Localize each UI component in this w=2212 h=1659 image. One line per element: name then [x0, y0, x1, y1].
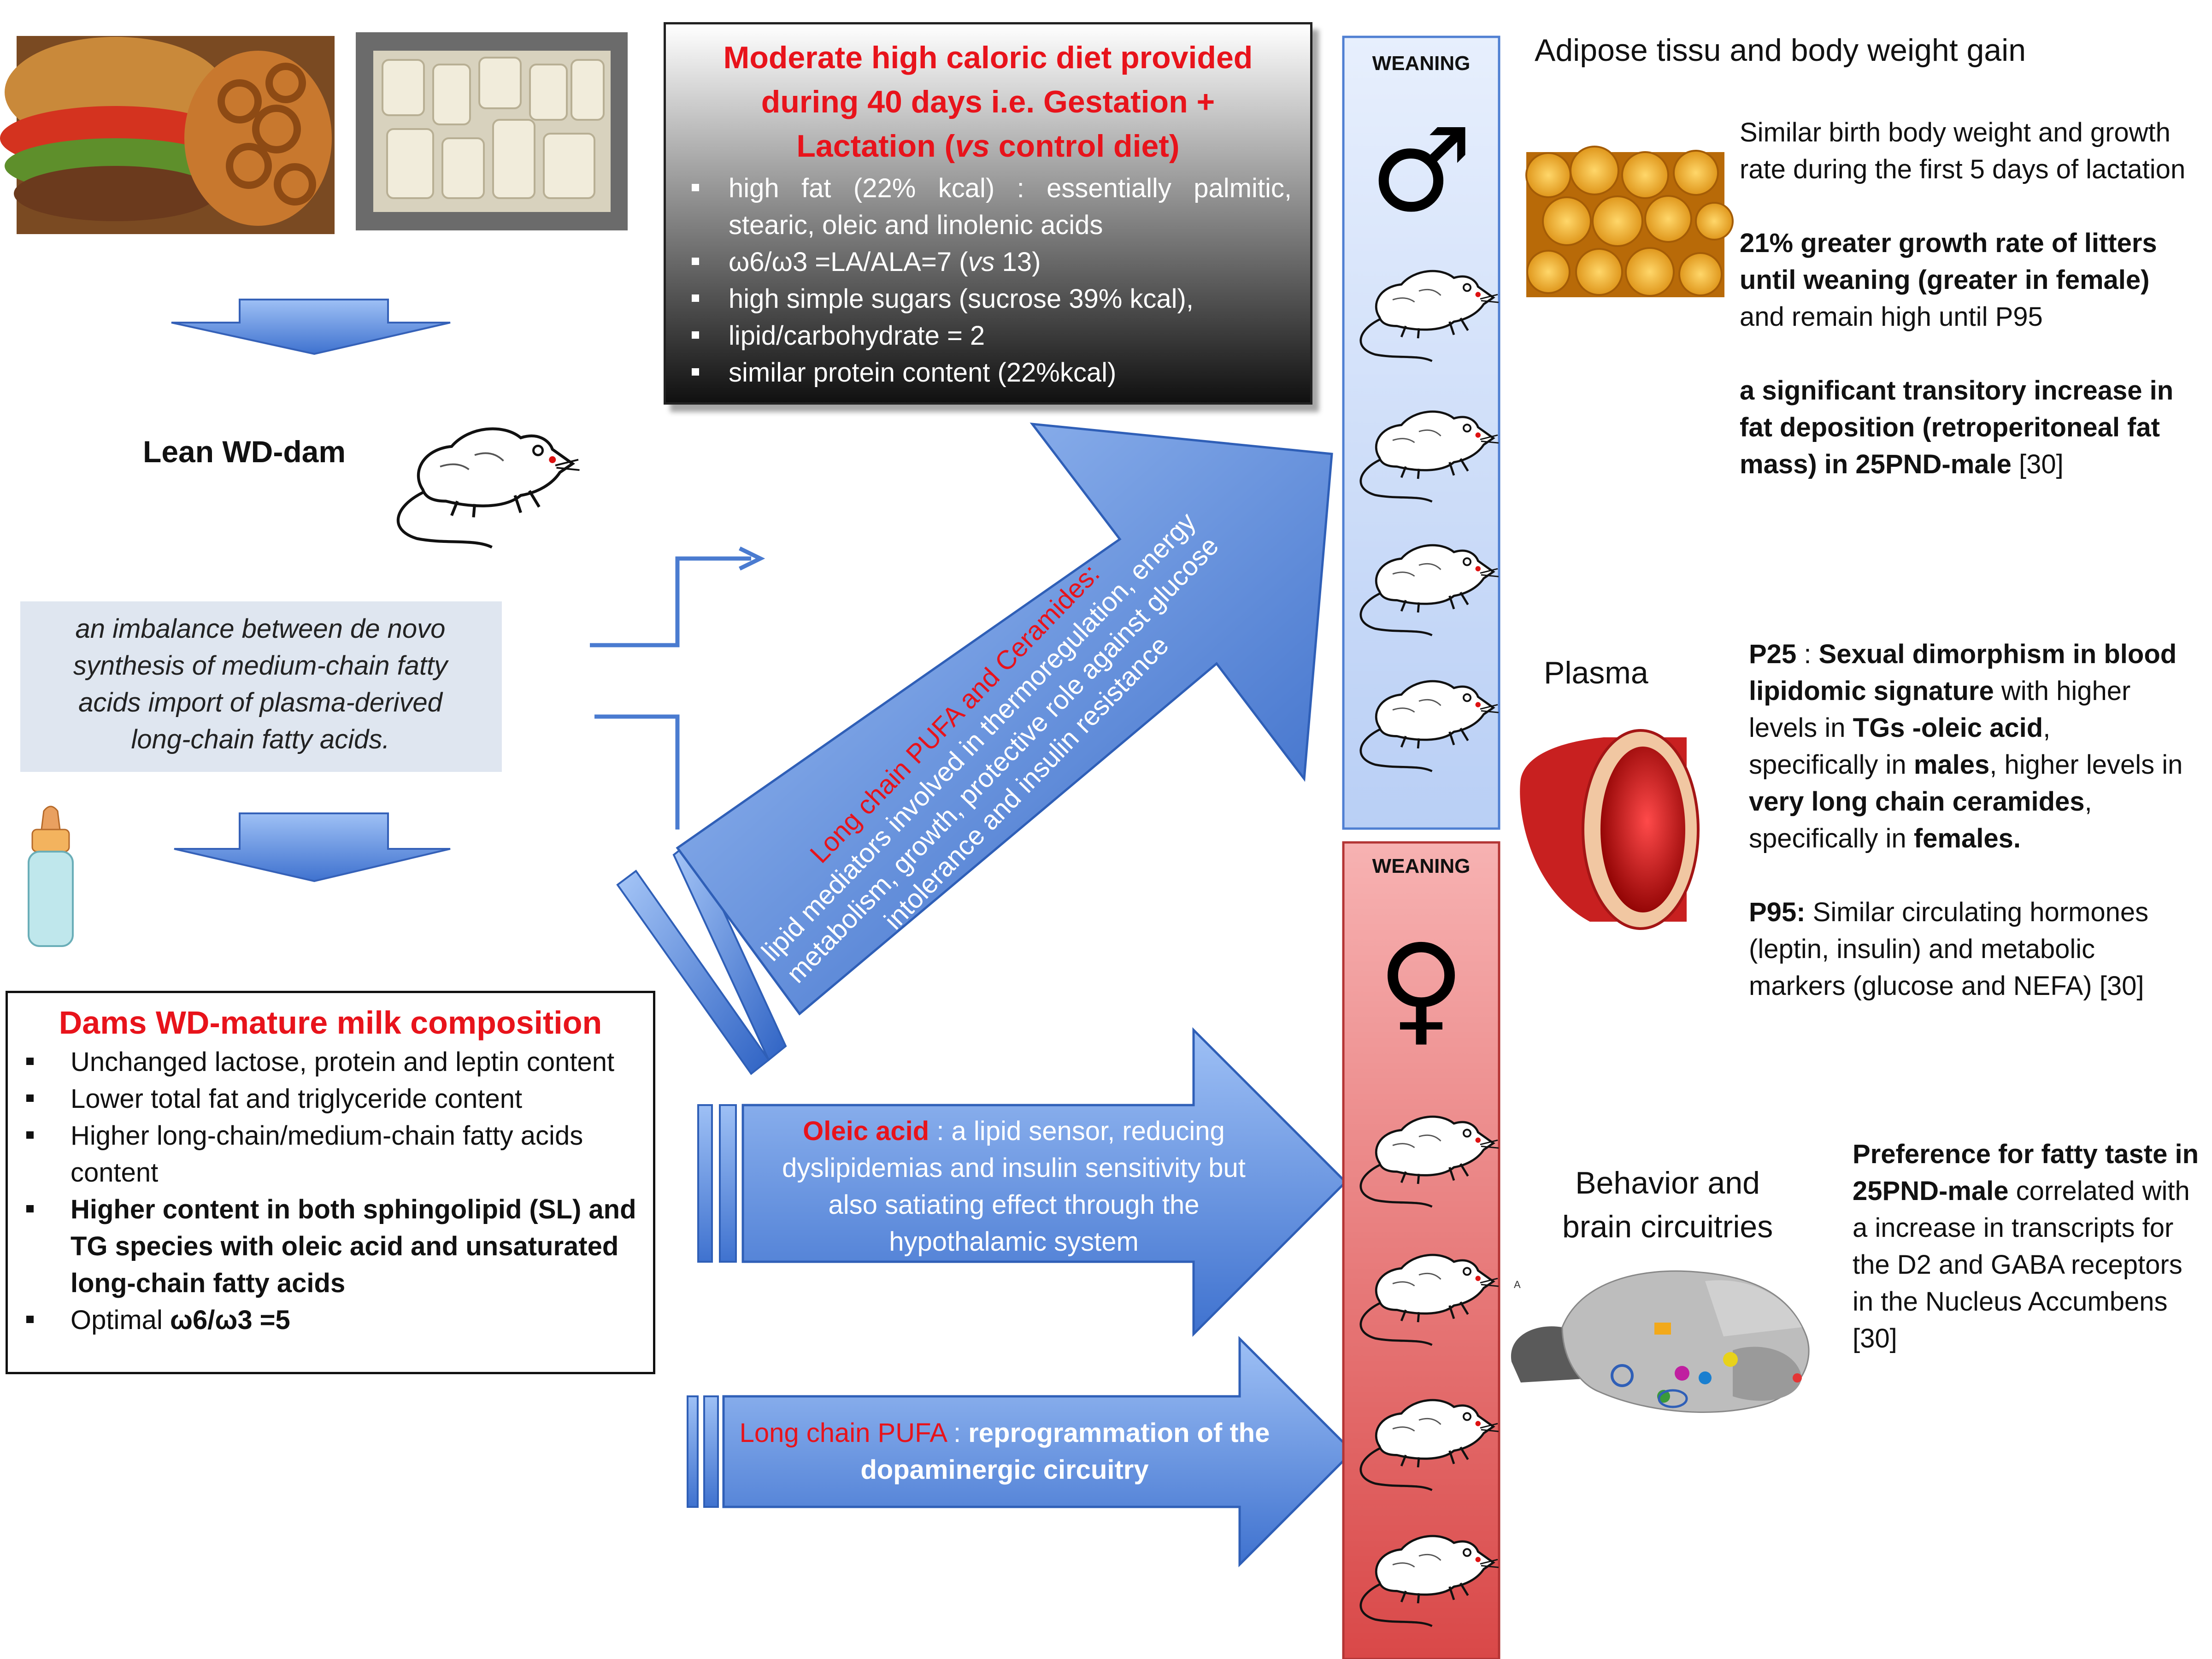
plasma-p25: P25 : Sexual dimorphism in blood lipidom… — [1749, 639, 2183, 853]
bottom-arrow — [687, 1335, 1354, 1568]
adipose-p3: a significant transitory increase in fat… — [1740, 376, 2174, 479]
blood-vessel-picture — [1520, 729, 1700, 930]
down-arrow-top — [171, 299, 451, 355]
female-bar — [1342, 841, 1500, 1659]
middle-arrow-text: Oleic acid : a lipid sensor, reducing dy… — [782, 1116, 1246, 1257]
milk-item-lower-fat: Lower total fat and triglyceride content — [8, 1081, 644, 1118]
adipose-p1: Similar birth body weight and growth rat… — [1740, 118, 2186, 184]
connector-arrowhead — [739, 546, 765, 571]
diet-box: Moderate high caloric diet provided duri… — [664, 22, 1312, 405]
brain-diagram — [1511, 1270, 1810, 1413]
plasma-p95: P95: Similar circulating hormones (lepti… — [1749, 897, 2149, 1001]
behavior-text: Preference for fatty taste in 25PND-male… — [1853, 1139, 2199, 1353]
dam-label: Lean WD-dam — [143, 435, 346, 469]
milk-box-list: Unchanged lactose, protein and leptin co… — [8, 1044, 644, 1339]
down-arrow-bottom — [174, 812, 451, 882]
diet-box-list: high fat (22% kcal) : essentially palmit… — [666, 170, 1292, 391]
adipose-text: Similar birth body weight and growth rat… — [1740, 114, 2200, 483]
connector-line-upper — [590, 556, 751, 647]
imbalance-text: an imbalance between de novo synthesis o… — [73, 614, 448, 754]
plasma-heading: Plasma — [1544, 655, 1648, 690]
diet-item-protein: similar protein content (22%kcal) — [666, 354, 1292, 391]
milk-item-long-chain: Higher long-chain/medium-chain fatty aci… — [8, 1118, 644, 1191]
diagonal-arrow — [616, 422, 1333, 1075]
diet-item-fat: high fat (22% kcal) : essentially palmit… — [666, 170, 1292, 244]
imbalance-box — [20, 601, 502, 772]
middle-arrow — [697, 1027, 1347, 1337]
diet-item-ratio: ω6/ω3 =LA/ALA=7 (vs 13) — [666, 244, 1292, 281]
diet-item-lipid-carb: lipid/carbohydrate = 2 — [666, 318, 1292, 354]
brain-figure-mark: A — [1514, 1279, 1521, 1290]
adipose-tissue-picture — [1525, 146, 1734, 297]
adipose-p2: 21% greater growth rate of litters until… — [1740, 228, 2157, 332]
milk-composition-box: Dams WD-mature milk composition Unchange… — [6, 991, 655, 1374]
sugar-cubes-photo — [356, 32, 628, 230]
diet-box-title: Moderate high caloric diet provided duri… — [723, 40, 1253, 164]
behavior-heading: Behavior and brain circuitries — [1562, 1165, 1773, 1244]
diet-item-sugars: high simple sugars (sucrose 39% kcal), — [666, 281, 1292, 318]
plasma-text: P25 : Sexual dimorphism in blood lipidom… — [1749, 636, 2187, 1005]
male-weaning-label: WEANING — [1372, 52, 1471, 75]
burger-photo — [0, 36, 335, 234]
bottom-arrow-text: Long chain PUFA : reprogrammation of the… — [739, 1418, 1270, 1485]
male-symbol-icon: ♂ — [1369, 103, 1473, 237]
milk-item-sphingolipid: Higher content in both sphingolipid (SL)… — [8, 1191, 644, 1302]
milk-item-optimal: Optimal ω6/ω3 =5 — [8, 1302, 644, 1339]
connector-line-lower — [594, 714, 680, 830]
milk-item-unchanged: Unchanged lactose, protein and leptin co… — [8, 1044, 644, 1081]
baby-bottle-icon — [28, 806, 74, 947]
dam-rat-drawing — [398, 429, 580, 547]
female-symbol-icon: ♀ — [1377, 919, 1465, 1058]
milk-box-title: Dams WD-mature milk composition — [59, 1005, 602, 1041]
female-weaning-label: WEANING — [1372, 855, 1471, 877]
adipose-heading: Adipose tissu and body weight gain — [1535, 33, 2026, 68]
